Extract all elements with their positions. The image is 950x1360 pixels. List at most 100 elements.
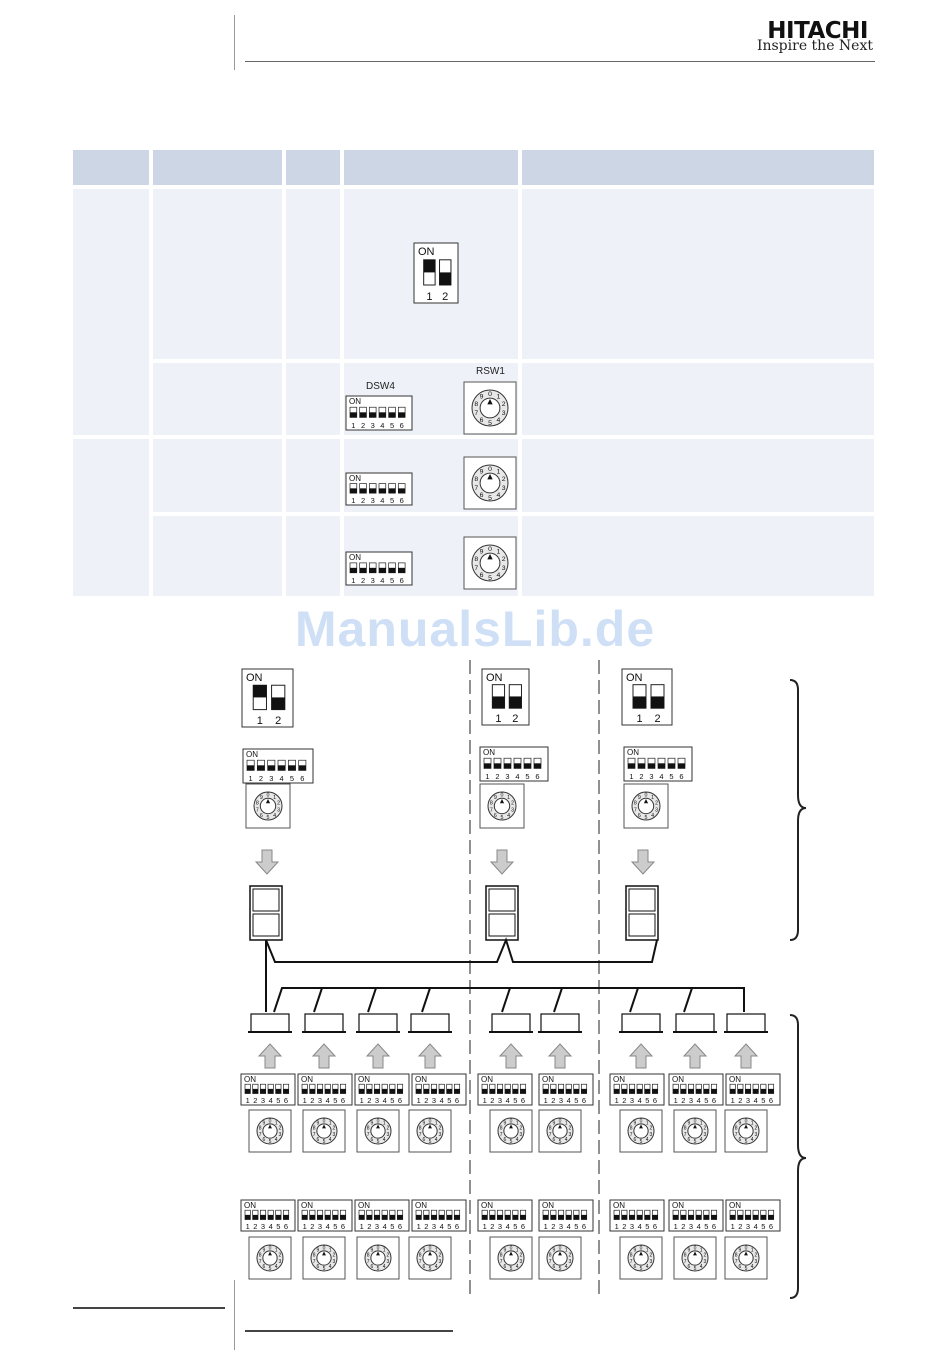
rotary-digit: 6 (552, 1137, 555, 1143)
dip-slot (271, 684, 286, 711)
rotary-digit: 6 (316, 1264, 319, 1270)
dip-lever (366, 1088, 373, 1094)
rotary-frame (619, 1236, 663, 1280)
dip-slot (438, 1083, 445, 1094)
dip-number: 3 (318, 1096, 322, 1105)
transmission-wiring (273, 987, 745, 1013)
dip-lever (760, 1214, 767, 1220)
rotary-digit: 1 (273, 795, 276, 801)
rotary-digit: 9 (687, 1120, 690, 1126)
dip-number: 2 (551, 1096, 555, 1105)
rotary-digit: 2 (279, 1253, 282, 1259)
rotary-digit: 3 (279, 1132, 282, 1138)
dip-lever (268, 1088, 274, 1094)
rotary-digit: 8 (634, 800, 637, 806)
dip-number: 5 (761, 1096, 765, 1105)
rotary-pointer (693, 1251, 697, 1256)
dip-slot (695, 1083, 702, 1094)
dip-number: 4 (638, 1222, 642, 1231)
dip-number: 2 (512, 713, 518, 725)
dip-number: 6 (679, 772, 683, 781)
up-arrow-icon (547, 1043, 573, 1069)
dip-lever (745, 1214, 751, 1220)
dip-lever (454, 1088, 460, 1094)
rotary-body (631, 791, 661, 821)
rotary-digit: 8 (367, 1126, 370, 1132)
footer-rule-right (245, 1330, 453, 1332)
dip-switch-frame (242, 748, 314, 784)
dip-slot (339, 1083, 347, 1094)
down-arrow-icon (254, 849, 280, 875)
dip-lever (651, 696, 664, 709)
dip-number: 3 (498, 1222, 502, 1231)
indoor-group-brace (789, 1014, 807, 1299)
dip-number: 1 (615, 1222, 619, 1231)
rotary-digit: 3 (333, 1132, 336, 1138)
transmission-wiring (501, 987, 511, 1013)
dip-lever (271, 697, 285, 710)
rotary-digit: 8 (630, 1253, 633, 1259)
rotary-digit: 6 (633, 1137, 636, 1143)
dip-slot (513, 757, 522, 769)
dip-lever (332, 1088, 339, 1094)
rotary-digit: 4 (751, 1137, 754, 1143)
dip-slot (252, 684, 267, 711)
rotary-digit: 7 (500, 1259, 503, 1265)
rotary-digit: 4 (516, 1137, 519, 1143)
dip-slot (489, 1083, 496, 1094)
rotary-digit: 7 (490, 807, 493, 813)
rotary-frame (673, 1236, 717, 1280)
rotary-knob (262, 1123, 278, 1139)
up-arrow-icon (628, 1043, 654, 1069)
dip-lever (260, 1214, 266, 1220)
rotary-body (627, 1117, 655, 1145)
dip-lever (446, 1088, 453, 1094)
dip-lever (504, 763, 511, 769)
rotary-frame (724, 1109, 768, 1153)
dip-lever (359, 1214, 365, 1220)
dip-lever (512, 1214, 519, 1220)
dip-lever (753, 1214, 759, 1220)
rotary-pointer (322, 1251, 326, 1256)
dip-number: 5 (447, 1096, 451, 1105)
rotary-digit: 7 (630, 1132, 633, 1138)
rotary-digit: 4 (651, 813, 654, 819)
dip-number: 6 (284, 1222, 288, 1231)
rotary-pointer (376, 1251, 380, 1256)
dip-lever (325, 1214, 331, 1220)
dip-number: 6 (712, 1096, 716, 1105)
rotary-knob (687, 1123, 703, 1139)
rotary-digit: 7 (735, 1132, 738, 1138)
dip-slot (672, 1209, 679, 1220)
dip-number: 1 (544, 1096, 548, 1105)
rotary-knob (633, 1250, 649, 1266)
dip-slot (550, 1209, 557, 1220)
dip-number: 4 (440, 1222, 444, 1231)
dip-switch-frame (725, 1199, 781, 1232)
dip-slot (277, 759, 286, 771)
dip-number: 2 (490, 1222, 494, 1231)
dip-lever (711, 1214, 717, 1220)
dip-on-label: ON (542, 1201, 554, 1210)
rotary-digit: 9 (262, 1120, 265, 1126)
dip-slot (651, 1209, 659, 1220)
transmission-wiring (683, 987, 693, 1013)
dip-switch-frame (609, 1073, 665, 1106)
rotary-digit: 8 (256, 800, 259, 806)
down-arrow-icon (630, 849, 656, 875)
rotary-digit: 8 (630, 1126, 633, 1132)
dip-number: 2 (490, 1096, 494, 1105)
dip-lever (638, 763, 645, 769)
dip-number: 1 (246, 1222, 250, 1231)
dip-number: 2 (367, 1096, 371, 1105)
dip-switch-frame (621, 668, 673, 726)
rotary-body (732, 1244, 760, 1272)
rotary-knob (316, 1250, 332, 1266)
